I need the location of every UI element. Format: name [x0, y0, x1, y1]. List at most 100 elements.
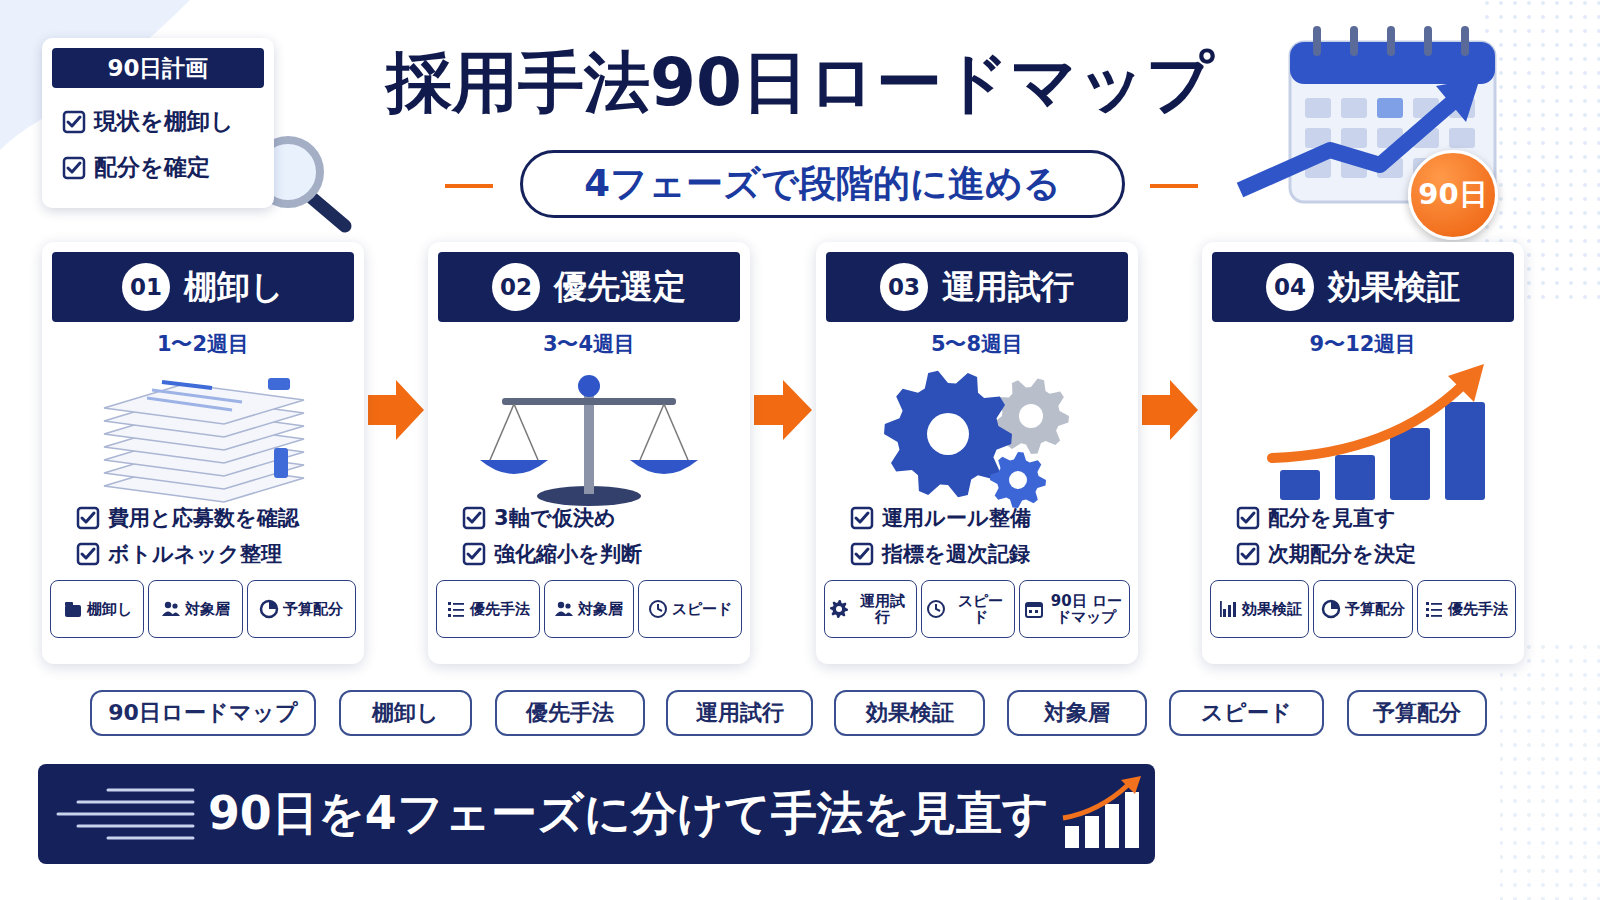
- keyword-chip: 予算配分: [247, 580, 356, 638]
- flow-arrow: [1142, 380, 1198, 440]
- check-item: 3軸で仮決め: [462, 504, 616, 532]
- banner-text: 90日を4フェーズに分けて手法を見直す: [208, 764, 1049, 864]
- phase-number-circle: 01: [122, 263, 170, 311]
- phase-number-circle: 04: [1266, 263, 1314, 311]
- tag-text: 効果検証: [866, 698, 954, 728]
- checkbox-icon: [850, 542, 874, 566]
- chip-row: 優先手法 対象層スピード: [436, 580, 742, 640]
- plan-heading: 90日計画: [107, 53, 208, 84]
- tag-text: 対象層: [1044, 698, 1110, 728]
- keyword-chip: 対象層: [148, 580, 242, 638]
- chip-text: 予算配分: [1345, 601, 1405, 618]
- check-text: 配分を確定: [94, 152, 210, 183]
- tag-text: スピード: [1201, 698, 1292, 728]
- summary-banner: 90日を4フェーズに分けて手法を見直す: [38, 764, 1155, 864]
- phase-header: 02 優先選定: [438, 252, 740, 322]
- keyword-tag: 効果検証: [834, 690, 985, 736]
- chip-text: 90日 ロードマップ: [1048, 593, 1125, 626]
- subtitle-pill: 4フェーズで段階的に進める: [520, 150, 1125, 218]
- check-item: 費用と応募数を確認: [76, 504, 299, 532]
- checkbox-icon: [76, 542, 100, 566]
- check-text: 強化縮小を判断: [494, 540, 642, 568]
- chip-icon: [1424, 599, 1444, 619]
- keyword-chip: スピード: [638, 580, 742, 638]
- keyword-tag: 対象層: [1007, 690, 1147, 736]
- checkbox-icon: [62, 110, 86, 134]
- checkbox-icon: [62, 156, 86, 180]
- check-item: 指標を週次記録: [850, 540, 1030, 568]
- phase-header: 04効果検証: [1212, 252, 1514, 322]
- chip-text: スピード: [950, 593, 1009, 626]
- chip-icon: [926, 599, 946, 619]
- subtitle-text: 4フェーズで段階的に進める: [584, 159, 1061, 209]
- chip-icon: [1024, 599, 1044, 619]
- phase-number: 03: [888, 274, 920, 300]
- check-text: 現状を棚卸し: [94, 106, 234, 137]
- days-badge: 90日: [1408, 150, 1498, 240]
- check-text: 次期配分を決定: [1268, 540, 1416, 568]
- keyword-chip: 棚卸し: [50, 580, 144, 638]
- chip-text: 効果検証: [1242, 601, 1302, 618]
- phase-header: 01 棚卸し: [52, 252, 354, 322]
- keyword-chip: 90日 ロードマップ: [1019, 580, 1130, 638]
- checkbox-icon: [76, 506, 100, 530]
- tag-text: 運用試行: [696, 698, 784, 728]
- chip-text: 対象層: [185, 601, 230, 618]
- chip-icon: [829, 599, 849, 619]
- keyword-chip: 運用試行: [824, 580, 917, 638]
- checkbox-icon: [1236, 506, 1260, 530]
- keyword-chip: 効果検証: [1210, 580, 1309, 638]
- plan-box: 90日計画現状を棚卸し配分を確定: [42, 38, 274, 208]
- chip-text: 優先手法: [1448, 601, 1508, 618]
- phase-number-circle: 03: [880, 263, 928, 311]
- tag-text: 優先手法: [526, 698, 614, 728]
- keyword-chip: 優先手法: [436, 580, 540, 638]
- chip-text: 優先手法: [470, 601, 530, 618]
- keyword-tag: スピード: [1169, 690, 1324, 736]
- phase-weeks: 9〜12週目: [1202, 330, 1524, 358]
- phase-number-circle: 02: [492, 263, 540, 311]
- dot-pattern: [1500, 640, 1600, 900]
- phase-illustration: [42, 358, 364, 508]
- phase-number: 04: [1274, 274, 1306, 300]
- check-item: 強化縮小を判断: [462, 540, 642, 568]
- keyword-chip: 対象層: [544, 580, 633, 638]
- title-text: 採用手法90日ロードマップ: [280, 38, 1320, 128]
- chip-icon: [446, 599, 466, 619]
- check-item: 現状を棚卸し: [62, 106, 234, 137]
- chip-icon: [63, 599, 83, 619]
- check-item: 配分を確定: [62, 152, 210, 183]
- chip-icon: [259, 599, 279, 619]
- keyword-tag: 運用試行: [666, 690, 813, 736]
- phase-title: 運用試行: [942, 265, 1074, 310]
- keyword-tag: 優先手法: [495, 690, 645, 736]
- checkbox-icon: [462, 542, 486, 566]
- chip-text: 対象層: [578, 601, 623, 618]
- chip-row: 効果検証 予算配分 優先手法: [1210, 580, 1516, 640]
- check-text: 3軸で仮決め: [494, 504, 616, 532]
- check-text: 配分を見直す: [1268, 504, 1396, 532]
- check-item: 配分を見直す: [1236, 504, 1396, 532]
- phase-title: 棚卸し: [184, 265, 284, 310]
- phase-header: 03 運用試行: [826, 252, 1128, 322]
- check-text: 指標を週次記録: [882, 540, 1030, 568]
- chip-icon: [554, 599, 574, 619]
- check-item: 次期配分を決定: [1236, 540, 1416, 568]
- keyword-chip: スピード: [921, 580, 1014, 638]
- checkbox-icon: [462, 506, 486, 530]
- phase-weeks: 3〜4週目: [428, 330, 750, 358]
- chip-text: 予算配分: [283, 601, 343, 618]
- check-text: 費用と応募数を確認: [108, 504, 299, 532]
- checkbox-icon: [850, 506, 874, 530]
- phase-card: 01棚卸し1〜2週目費用と応募数を確認ボトルネック整理棚卸し対象層予算配分: [42, 242, 364, 664]
- phase-number: 02: [500, 274, 532, 300]
- dash: [445, 184, 493, 188]
- phase-title: 優先選定: [554, 265, 686, 310]
- plan-header: 90日計画: [52, 48, 264, 88]
- check-text: 運用ルール整備: [882, 504, 1031, 532]
- tag-text: 棚卸し: [372, 698, 439, 728]
- chip-icon: [648, 599, 668, 619]
- chip-text: 棚卸し: [87, 601, 132, 618]
- phase-number: 01: [130, 274, 162, 300]
